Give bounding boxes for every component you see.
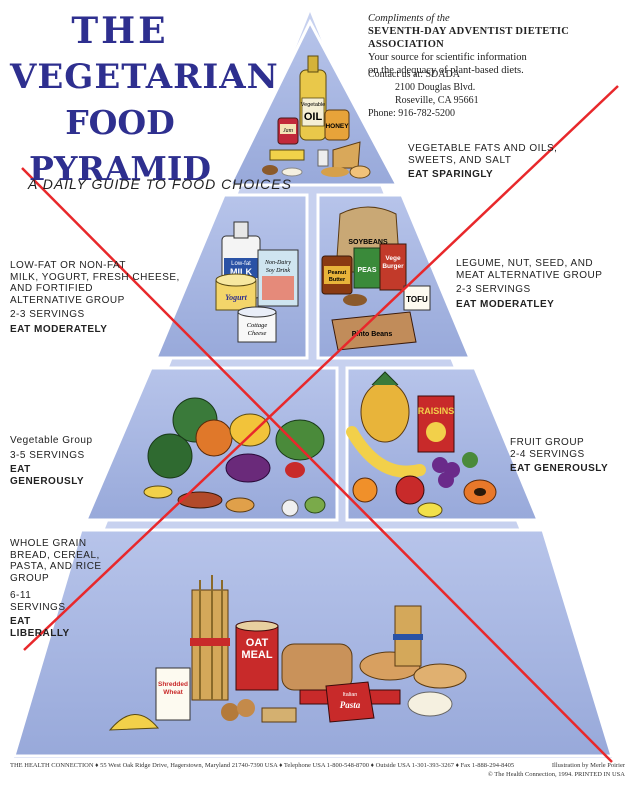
title-line-1: THE	[71, 10, 169, 52]
group-grain-name-4: GROUP	[10, 572, 50, 584]
group-legume-servings: 2-3 SERVINGS	[456, 284, 531, 295]
group-grain-servings-2: SERVINGS	[10, 601, 66, 613]
grain-foods: OAT MEAL Shredded Wheat Pasta Italian	[108, 575, 467, 731]
svg-text:SOYBEANS: SOYBEANS	[348, 239, 388, 246]
contact-block: Contact us at: SDADA 2100 Douglas Blvd. …	[368, 68, 479, 120]
fruit-foods: RAISINS	[346, 371, 497, 518]
svg-text:Shredded: Shredded	[158, 681, 188, 688]
svg-text:Cottage: Cottage	[247, 322, 268, 329]
red-cross-line-2	[23, 85, 619, 651]
group-legume-name-2: MEAT ALTERNATIVE GROUP	[456, 269, 603, 281]
subtitle: A DAILY GUIDE TO FOOD CHOICES	[28, 176, 292, 192]
legume-foods: SOYBEANS Peanut Butter PEAS Vege Burger …	[321, 206, 431, 351]
fats-foods: Vegetable OIL Jam HONEY	[262, 55, 371, 179]
group-fats-eat: EAT SPARINGLY	[408, 169, 494, 180]
group-legume: LEGUME, NUT, SEED, AND MEAT ALTERNATIVE …	[456, 258, 602, 310]
group-grain-servings-1: 6-11	[10, 590, 32, 601]
svg-text:Jam: Jam	[283, 128, 294, 134]
red-cross-line-1	[21, 167, 613, 763]
group-vegetable-eat-1: EAT	[10, 464, 31, 475]
group-vegetable-name: Vegetable Group	[10, 435, 93, 446]
title-line-3: FOOD PYRAMID	[29, 103, 211, 188]
svg-text:MILK: MILK	[230, 267, 252, 277]
svg-text:OAT: OAT	[246, 637, 269, 649]
group-vegetable-eat-2: GENEROUSLY	[10, 475, 85, 487]
group-grain-name-1: WHOLE GRAIN	[10, 538, 87, 549]
compliments-block: Compliments of the SEVENTH-DAY ADVENTIST…	[368, 12, 633, 77]
footer: THE HEALTH CONNECTION ♦ 55 West Oak Ridg…	[10, 762, 625, 769]
footer-illustrator: Illustration by Merle Poirier	[551, 762, 625, 769]
svg-text:Peanut: Peanut	[328, 270, 347, 276]
group-grain-name-2: BREAD, CEREAL,	[10, 549, 100, 561]
group-fats: VEGETABLE FATS AND OILS, SWEETS, AND SAL…	[408, 143, 557, 181]
svg-text:HONEY: HONEY	[325, 123, 349, 130]
group-grain-eat-2: LIBERALLY	[10, 627, 70, 639]
group-dairy-servings: 2-3 SERVINGS	[10, 309, 85, 320]
group-fruit-eat: EAT GENEROUSLY	[510, 463, 609, 474]
group-vegetable: Vegetable Group 3-5 SERVINGS EAT GENEROU…	[10, 435, 93, 487]
svg-text:Low-fat: Low-fat	[231, 261, 251, 267]
group-dairy: LOW-FAT OR NON-FAT MILK, YOGURT, FRESH C…	[10, 260, 180, 335]
group-grain-name-3: PASTA, AND RICE	[10, 561, 102, 572]
group-fats-name-1: VEGETABLE FATS AND OILS,	[408, 143, 558, 154]
contact-city: Roseville, CA 95661	[395, 95, 479, 106]
svg-text:TOFU: TOFU	[406, 295, 428, 304]
group-fruit-servings: 2-4 SERVINGS	[510, 448, 585, 460]
svg-text:Butter: Butter	[329, 277, 346, 283]
group-legume-name-1: LEGUME, NUT, SEED, AND	[456, 258, 594, 269]
svg-text:Pinto Beans: Pinto Beans	[352, 331, 393, 338]
svg-text:Vege: Vege	[385, 255, 401, 262]
svg-text:Cheese: Cheese	[248, 330, 267, 337]
group-fruit: FRUIT GROUP 2-4 SERVINGS EAT GENEROUSLY	[510, 437, 608, 475]
svg-text:Wheat: Wheat	[163, 689, 183, 696]
contact-label: Contact us at: SDADA	[368, 69, 460, 80]
svg-text:Vegetable: Vegetable	[301, 102, 325, 108]
svg-text:OIL: OIL	[304, 111, 323, 123]
group-grain: WHOLE GRAIN BREAD, CEREAL, PASTA, AND RI…	[10, 538, 102, 639]
vegetable-foods	[143, 397, 326, 517]
group-dairy-name-3: AND FORTIFIED	[10, 283, 93, 294]
svg-text:RAISINS: RAISINS	[418, 406, 455, 416]
svg-text:Non-Dairy: Non-Dairy	[264, 260, 291, 266]
contact-phone: Phone: 916-782-5200	[368, 108, 455, 119]
group-dairy-name-2: MILK, YOGURT, FRESH CHEESE,	[10, 271, 180, 283]
footer-publisher: THE HEALTH CONNECTION ♦ 55 West Oak Ridg…	[10, 762, 515, 769]
group-vegetable-servings: 3-5 SERVINGS	[10, 449, 85, 461]
group-dairy-name-4: ALTERNATIVE GROUP	[10, 294, 125, 306]
compliments-line-3: Your source for scientific information	[368, 52, 527, 63]
title-line-2: VEGETARIAN	[10, 57, 279, 97]
group-dairy-name-1: LOW-FAT OR NON-FAT	[10, 260, 127, 271]
contact-street: 2100 Douglas Blvd.	[395, 82, 476, 93]
svg-text:Burger: Burger	[382, 263, 404, 270]
group-fats-name-2: SWEETS, AND SALT	[408, 154, 512, 166]
svg-text:MEAL: MEAL	[241, 649, 272, 661]
tier-grain	[11, 528, 615, 758]
compliments-line-4: on the adequacy of plant-based diets.	[368, 65, 524, 76]
dairy-foods: Low-fat MILK Non-Dairy Soy Drink Yogurt …	[215, 221, 299, 343]
group-grain-eat-1: EAT	[10, 616, 31, 627]
footer-copyright: © The Health Connection, 1994. PRINTED I…	[487, 771, 625, 778]
compliments-line-1: Compliments of the	[368, 13, 450, 24]
svg-text:Yogurt: Yogurt	[225, 293, 248, 302]
svg-text:PEAS: PEAS	[357, 267, 376, 274]
svg-text:Soy Drink: Soy Drink	[266, 268, 290, 274]
page-title: THE VEGETARIAN FOOD PYRAMID	[10, 8, 279, 192]
group-legume-eat: EAT MODERATLEY	[456, 298, 555, 310]
compliments-org: SEVENTH-DAY ADVENTIST DIETETIC ASSOCIATI…	[368, 26, 570, 50]
group-dairy-eat: EAT MODERATELY	[10, 323, 108, 335]
group-fruit-name: FRUIT GROUP	[510, 437, 585, 448]
svg-text:Italian: Italian	[343, 692, 358, 698]
svg-text:Pasta: Pasta	[340, 700, 361, 710]
